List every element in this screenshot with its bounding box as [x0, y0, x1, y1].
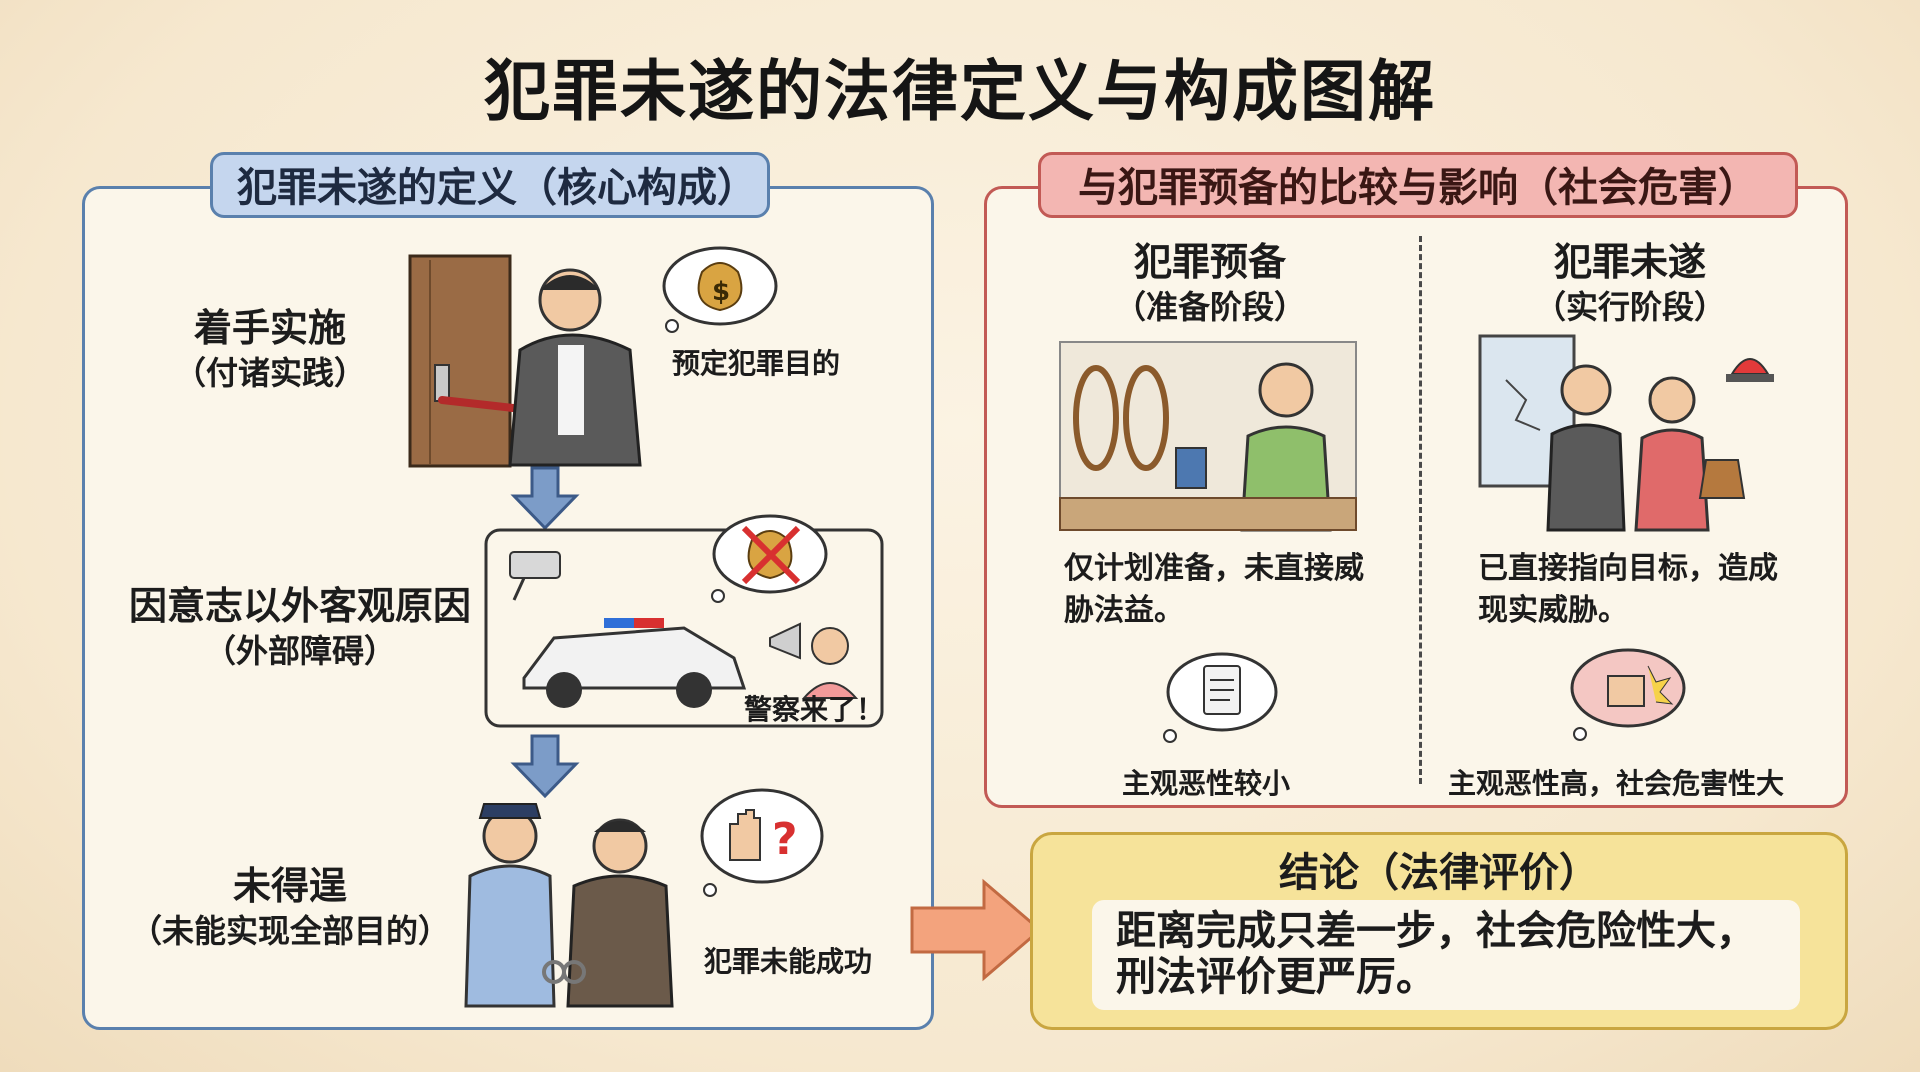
attempt-desc: 已直接指向目标，造成现实威胁。 — [1478, 551, 1778, 628]
arrest-illustration — [464, 803, 674, 1008]
prep-illustration — [1059, 341, 1357, 532]
attempt-sub: （实行阶段） — [1533, 288, 1726, 326]
step-2-main: 因意志以外客观原因 — [128, 584, 471, 628]
prep-thought-bubble — [1163, 652, 1278, 743]
alarm-light-icon — [1726, 358, 1774, 382]
hand-question-icon: ? — [729, 809, 798, 865]
step-3-caption: 犯罪未能成功 — [704, 945, 873, 978]
crossed-money-bag-icon — [741, 525, 801, 585]
down-arrow-icon — [510, 734, 580, 798]
column-divider — [1419, 236, 1422, 784]
megaphone-icon — [769, 622, 801, 660]
attempt-title: 犯罪未遂 — [1553, 240, 1706, 284]
step-1-caption: 预定犯罪目的 — [672, 347, 841, 380]
step-2-sub: （外部障碍） — [203, 632, 396, 670]
svg-text:?: ? — [772, 814, 798, 865]
comparison-tag: 与犯罪预备的比较与影响（社会危害） — [1038, 152, 1798, 218]
fist-icon — [1607, 665, 1674, 707]
definition-tag: 犯罪未遂的定义（核心构成） — [210, 152, 770, 218]
step-1-main: 着手实施 — [193, 306, 346, 350]
conclusion-text: 距离完成只差一步，社会危险性大，刑法评价更严厉。 — [1092, 900, 1800, 1010]
prep-sub: （准备阶段） — [1113, 288, 1306, 326]
step-1-label: 着手实施 （付诸实践） — [150, 304, 390, 394]
attempt-header: 犯罪未遂 （实行阶段） — [1480, 238, 1780, 328]
right-arrow-icon — [910, 878, 1043, 982]
step-1-sub: （付诸实践） — [173, 354, 366, 392]
prep-header: 犯罪预备 （准备阶段） — [1060, 238, 1360, 328]
police-car-icon — [522, 618, 747, 708]
clipboard-icon — [1203, 665, 1241, 715]
conclusion-title: 结论（法律评价） — [1279, 850, 1599, 896]
attempt-thought-bubble — [1570, 648, 1686, 741]
burglar-door-illustration — [408, 254, 642, 468]
prep-title: 犯罪预备 — [1133, 240, 1286, 284]
step-3-label: 未得逞 （未能实现全部目的） — [130, 862, 450, 952]
thought-bubble-1: $ — [662, 246, 778, 333]
step-2-caption: 警察来了！ — [744, 693, 885, 726]
step-2-label: 因意志以外客观原因 （外部障碍） — [120, 582, 480, 672]
page-title: 犯罪未遂的法律定义与构成图解 — [484, 53, 1436, 130]
prep-effect: 主观恶性较小 — [1122, 767, 1291, 800]
security-camera-icon — [509, 551, 561, 601]
thought-bubble-3: ? — [700, 788, 824, 897]
step-3-main: 未得逞 — [232, 864, 347, 908]
prep-desc: 仅计划准备，未直接威胁法益。 — [1064, 551, 1364, 628]
attempt-illustration — [1478, 334, 1774, 532]
money-bag-icon: $ — [697, 262, 743, 312]
step-3-sub: （未能实现全部目的） — [130, 912, 451, 950]
svg-text:$: $ — [712, 277, 730, 307]
attempt-effect: 主观恶性高，社会危害性大 — [1448, 767, 1785, 800]
down-arrow-icon — [510, 466, 580, 530]
thought-bubble-2 — [711, 514, 828, 603]
